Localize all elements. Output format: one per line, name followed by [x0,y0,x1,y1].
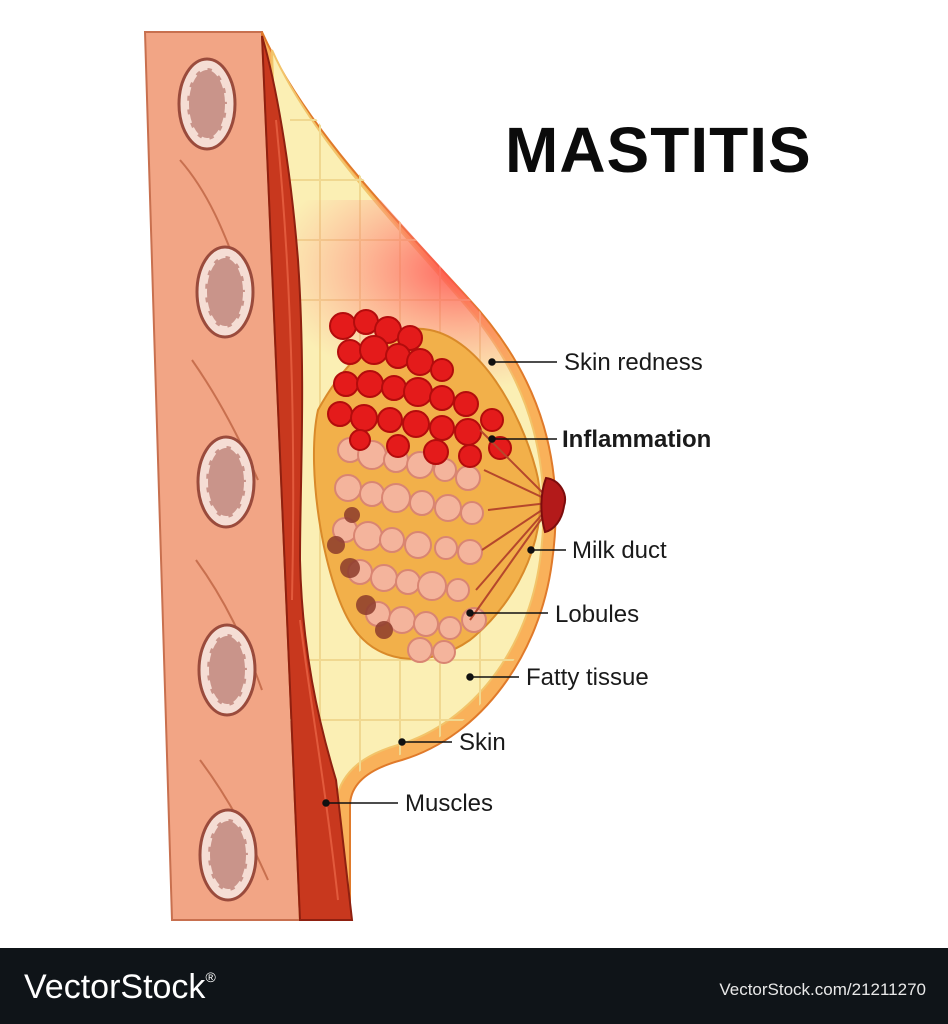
mastitis-diagram: MASTITIS Skin redness Inflammation Milk … [143,31,812,921]
label-lobules: Lobules [555,601,640,628]
pectoral-muscle [261,35,354,921]
rib [195,245,255,339]
logo-word-vector: Vector [24,968,121,1006]
nipple [540,476,566,534]
rib [177,57,237,151]
label-skin: Skin [459,729,506,756]
rib [198,808,258,902]
registered-mark: ® [205,969,216,985]
label-milk-duct: Milk duct [572,537,667,564]
milk-ducts [469,429,549,621]
breast-cross-section-illustration [143,31,566,921]
rib [196,435,256,529]
label-skin-redness: Skin redness [564,349,703,376]
watermark-footer: VectorStock® VectorStock.com/21211270 [0,948,948,1024]
label-fatty-tissue: Fatty tissue [526,664,649,691]
leader-lines [322,358,566,807]
label-muscles: Muscles [405,790,494,817]
rib [197,623,257,717]
pectoral-muscle-fiber [299,619,339,901]
inflamed-lobules [327,309,512,468]
label-inflammation: Inflammation [562,426,712,453]
diagram-title: MASTITIS [505,114,812,186]
vectorstock-logo: VectorStock® [24,970,216,1004]
image-credit: VectorStock.com/21211270 [719,980,926,999]
lobules-shadow [327,507,393,639]
pectoral-muscle-fiber [275,119,295,601]
logo-word-stock: Stock [120,968,206,1006]
